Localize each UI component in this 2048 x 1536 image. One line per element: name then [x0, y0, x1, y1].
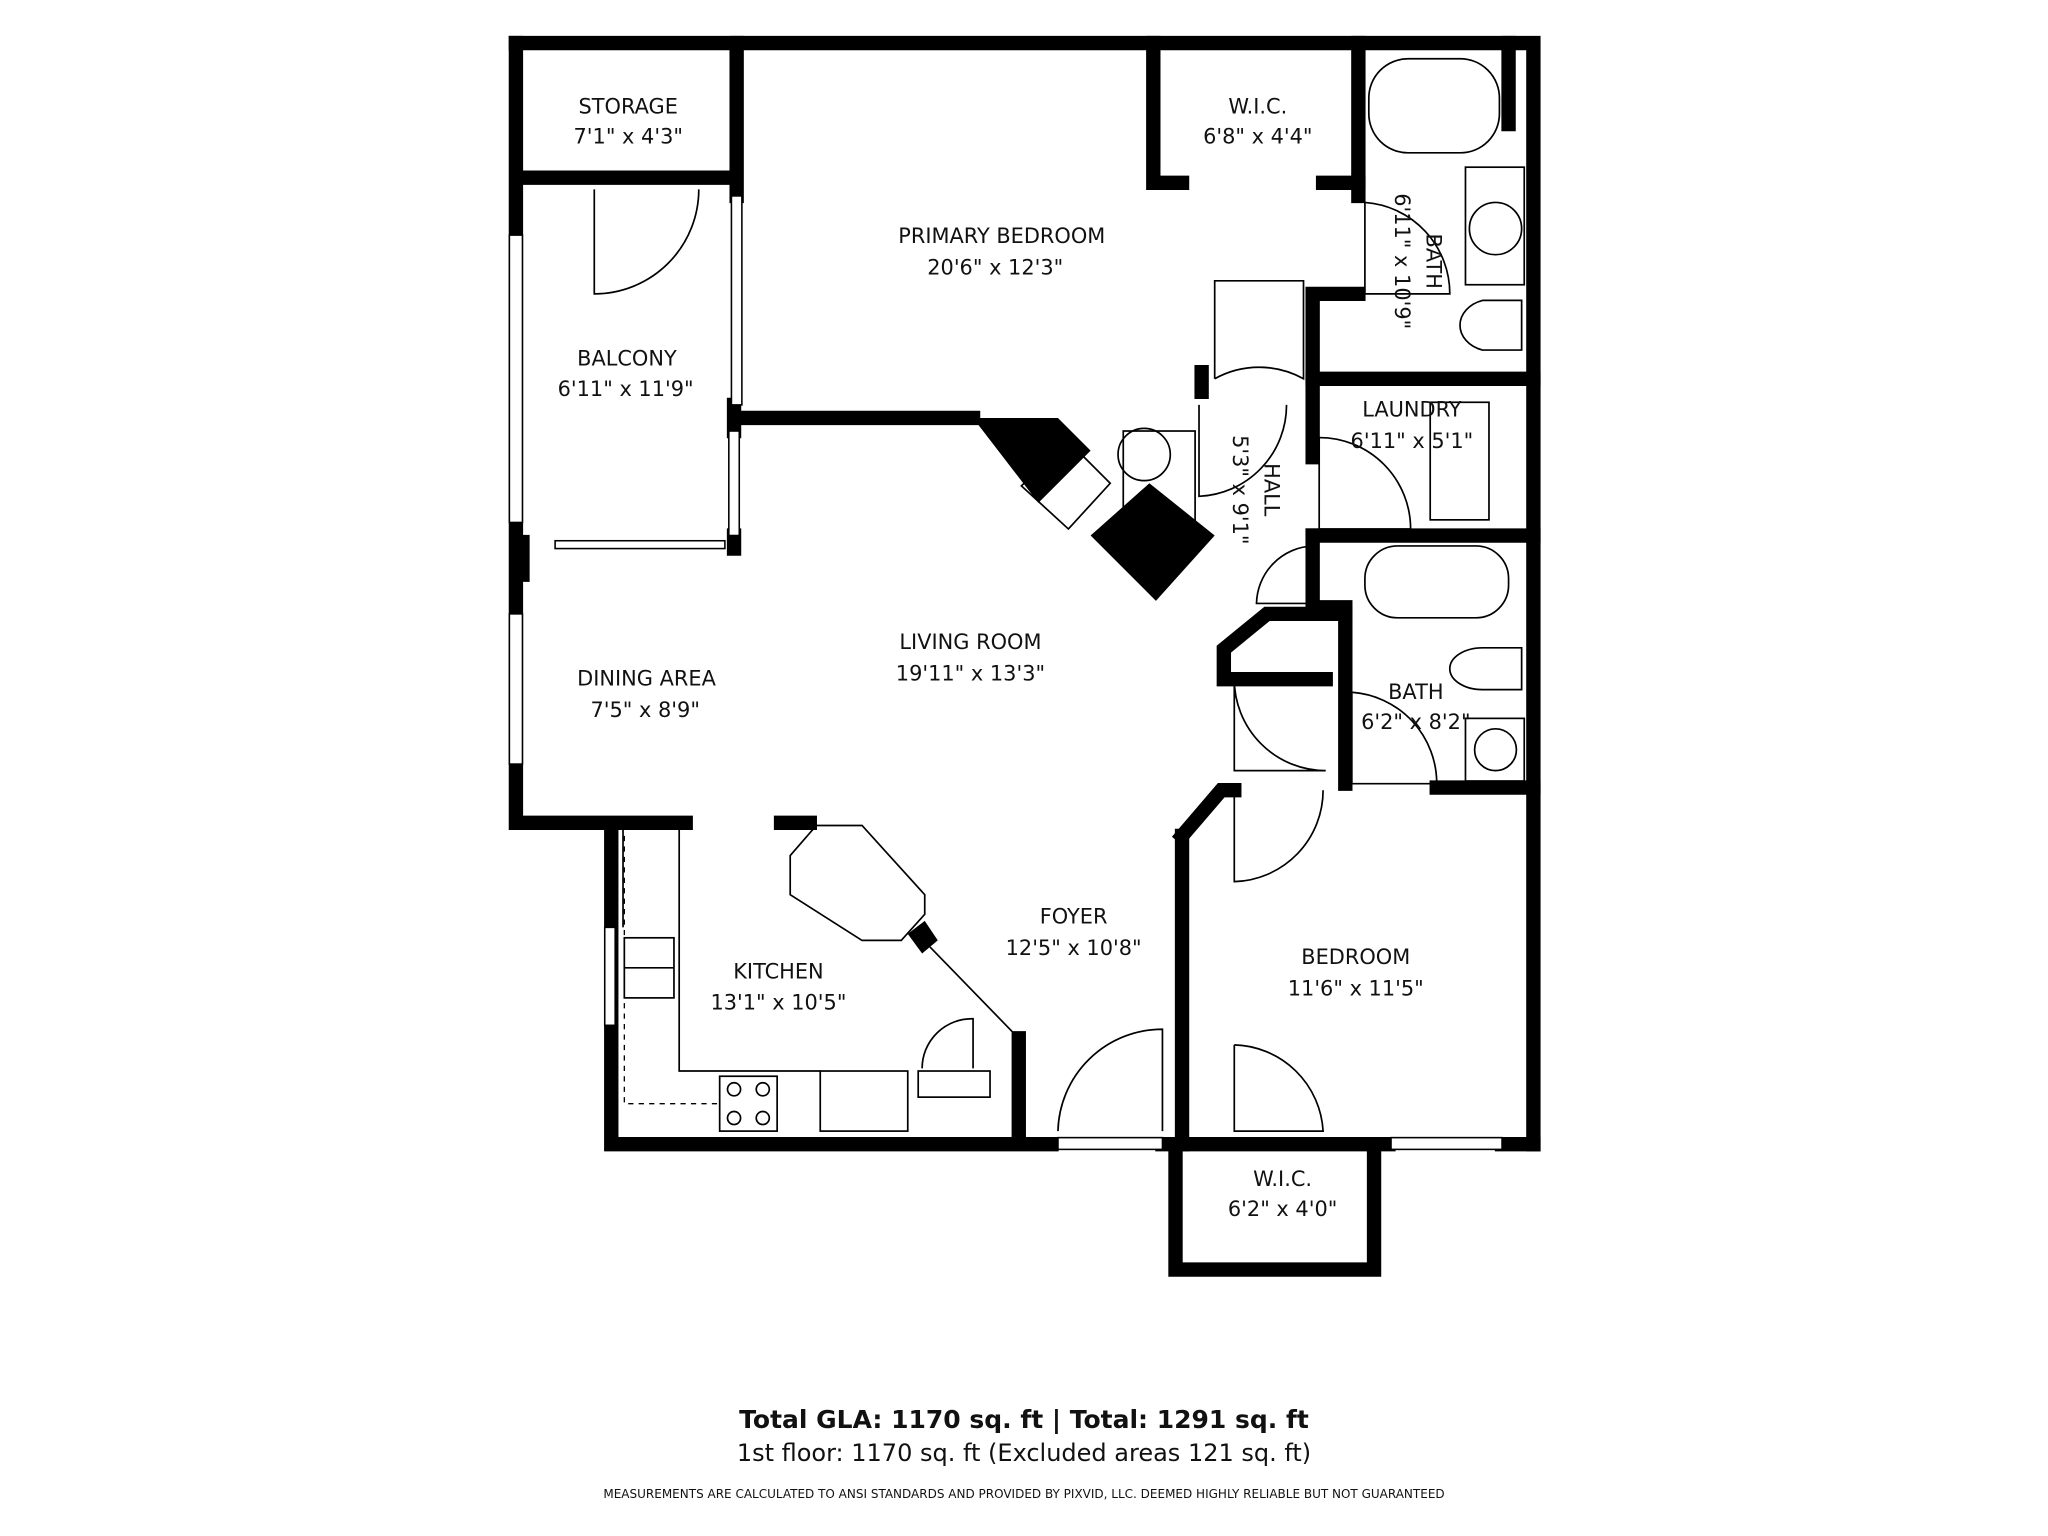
room-foyer: FOYER 12'5" x 10'8"	[1006, 904, 1142, 959]
room-name: BALCONY	[577, 347, 677, 371]
room-name: W.I.C.	[1253, 1167, 1312, 1191]
room-laundry: LAUNDRY 6'11" x 5'1"	[1351, 398, 1474, 453]
room-name: BEDROOM	[1301, 945, 1410, 969]
room-name: PRIMARY BEDROOM	[898, 224, 1105, 248]
room-bedroom: BEDROOM 11'6" x 11'5"	[1288, 945, 1424, 1000]
fireplace	[973, 417, 1215, 601]
room-dims: 12'5" x 10'8"	[1006, 936, 1142, 960]
room-primary-bath: BATH 6'11" x 10'9"	[1390, 193, 1445, 329]
doors	[593, 189, 1451, 1132]
room-name: W.I.C.	[1228, 95, 1287, 119]
room-name: HALL	[1259, 463, 1283, 517]
room-dims: 6'11" x 5'1"	[1351, 429, 1474, 453]
room-dims: 13'1" x 10'5"	[710, 991, 846, 1015]
room-dims: 5'3" x 9'1"	[1228, 435, 1252, 544]
total-area: Total GLA: 1170 sq. ft | Total: 1291 sq.…	[739, 1405, 1309, 1434]
room-dims: 19'11" x 13'3"	[896, 661, 1045, 685]
room-dining-area: DINING AREA 7'5" x 8'9"	[577, 667, 716, 722]
room-name: KITCHEN	[733, 959, 823, 983]
room-bath: BATH 6'2" x 8'2"	[1361, 680, 1470, 734]
room-name: DINING AREA	[577, 667, 716, 691]
room-wic-bedroom: W.I.C. 6'2" x 4'0"	[1228, 1167, 1337, 1221]
room-kitchen: KITCHEN 13'1" x 10'5"	[710, 959, 846, 1014]
room-dims: 6'11" x 11'9"	[558, 377, 694, 401]
room-dims: 7'5" x 8'9"	[591, 698, 700, 722]
room-dims: 6'2" x 8'2"	[1361, 710, 1470, 734]
windows	[508, 195, 1503, 1151]
room-dims: 6'11" x 10'9"	[1390, 193, 1414, 329]
room-name: LAUNDRY	[1362, 398, 1462, 422]
room-dims: 11'6" x 11'5"	[1288, 976, 1424, 1000]
floor-area: 1st floor: 1170 sq. ft (Excluded areas 1…	[736, 1439, 1312, 1467]
room-dims: 20'6" x 12'3"	[927, 255, 1063, 279]
room-balcony: BALCONY 6'11" x 11'9"	[558, 347, 694, 401]
room-name: LIVING ROOM	[899, 630, 1041, 654]
room-name: STORAGE	[579, 95, 678, 119]
room-wic-primary: W.I.C. 6'8" x 4'4"	[1203, 95, 1312, 149]
room-dims: 7'1" x 4'3"	[574, 125, 683, 149]
room-living-room: LIVING ROOM 19'11" x 13'3"	[896, 630, 1045, 685]
room-name: FOYER	[1040, 904, 1108, 928]
room-name: BATH	[1388, 680, 1443, 704]
fixtures	[622, 57, 1526, 1132]
room-primary-bedroom: PRIMARY BEDROOM 20'6" x 12'3"	[898, 224, 1105, 279]
room-hall: HALL 5'3" x 9'1"	[1228, 435, 1283, 544]
room-dims: 6'2" x 4'0"	[1228, 1197, 1337, 1221]
room-name: BATH	[1421, 234, 1445, 289]
room-storage: STORAGE 7'1" x 4'3"	[574, 95, 683, 149]
disclaimer: MEASUREMENTS ARE CALCULATED TO ANSI STAN…	[603, 1487, 1445, 1501]
room-dims: 6'8" x 4'4"	[1203, 125, 1312, 149]
